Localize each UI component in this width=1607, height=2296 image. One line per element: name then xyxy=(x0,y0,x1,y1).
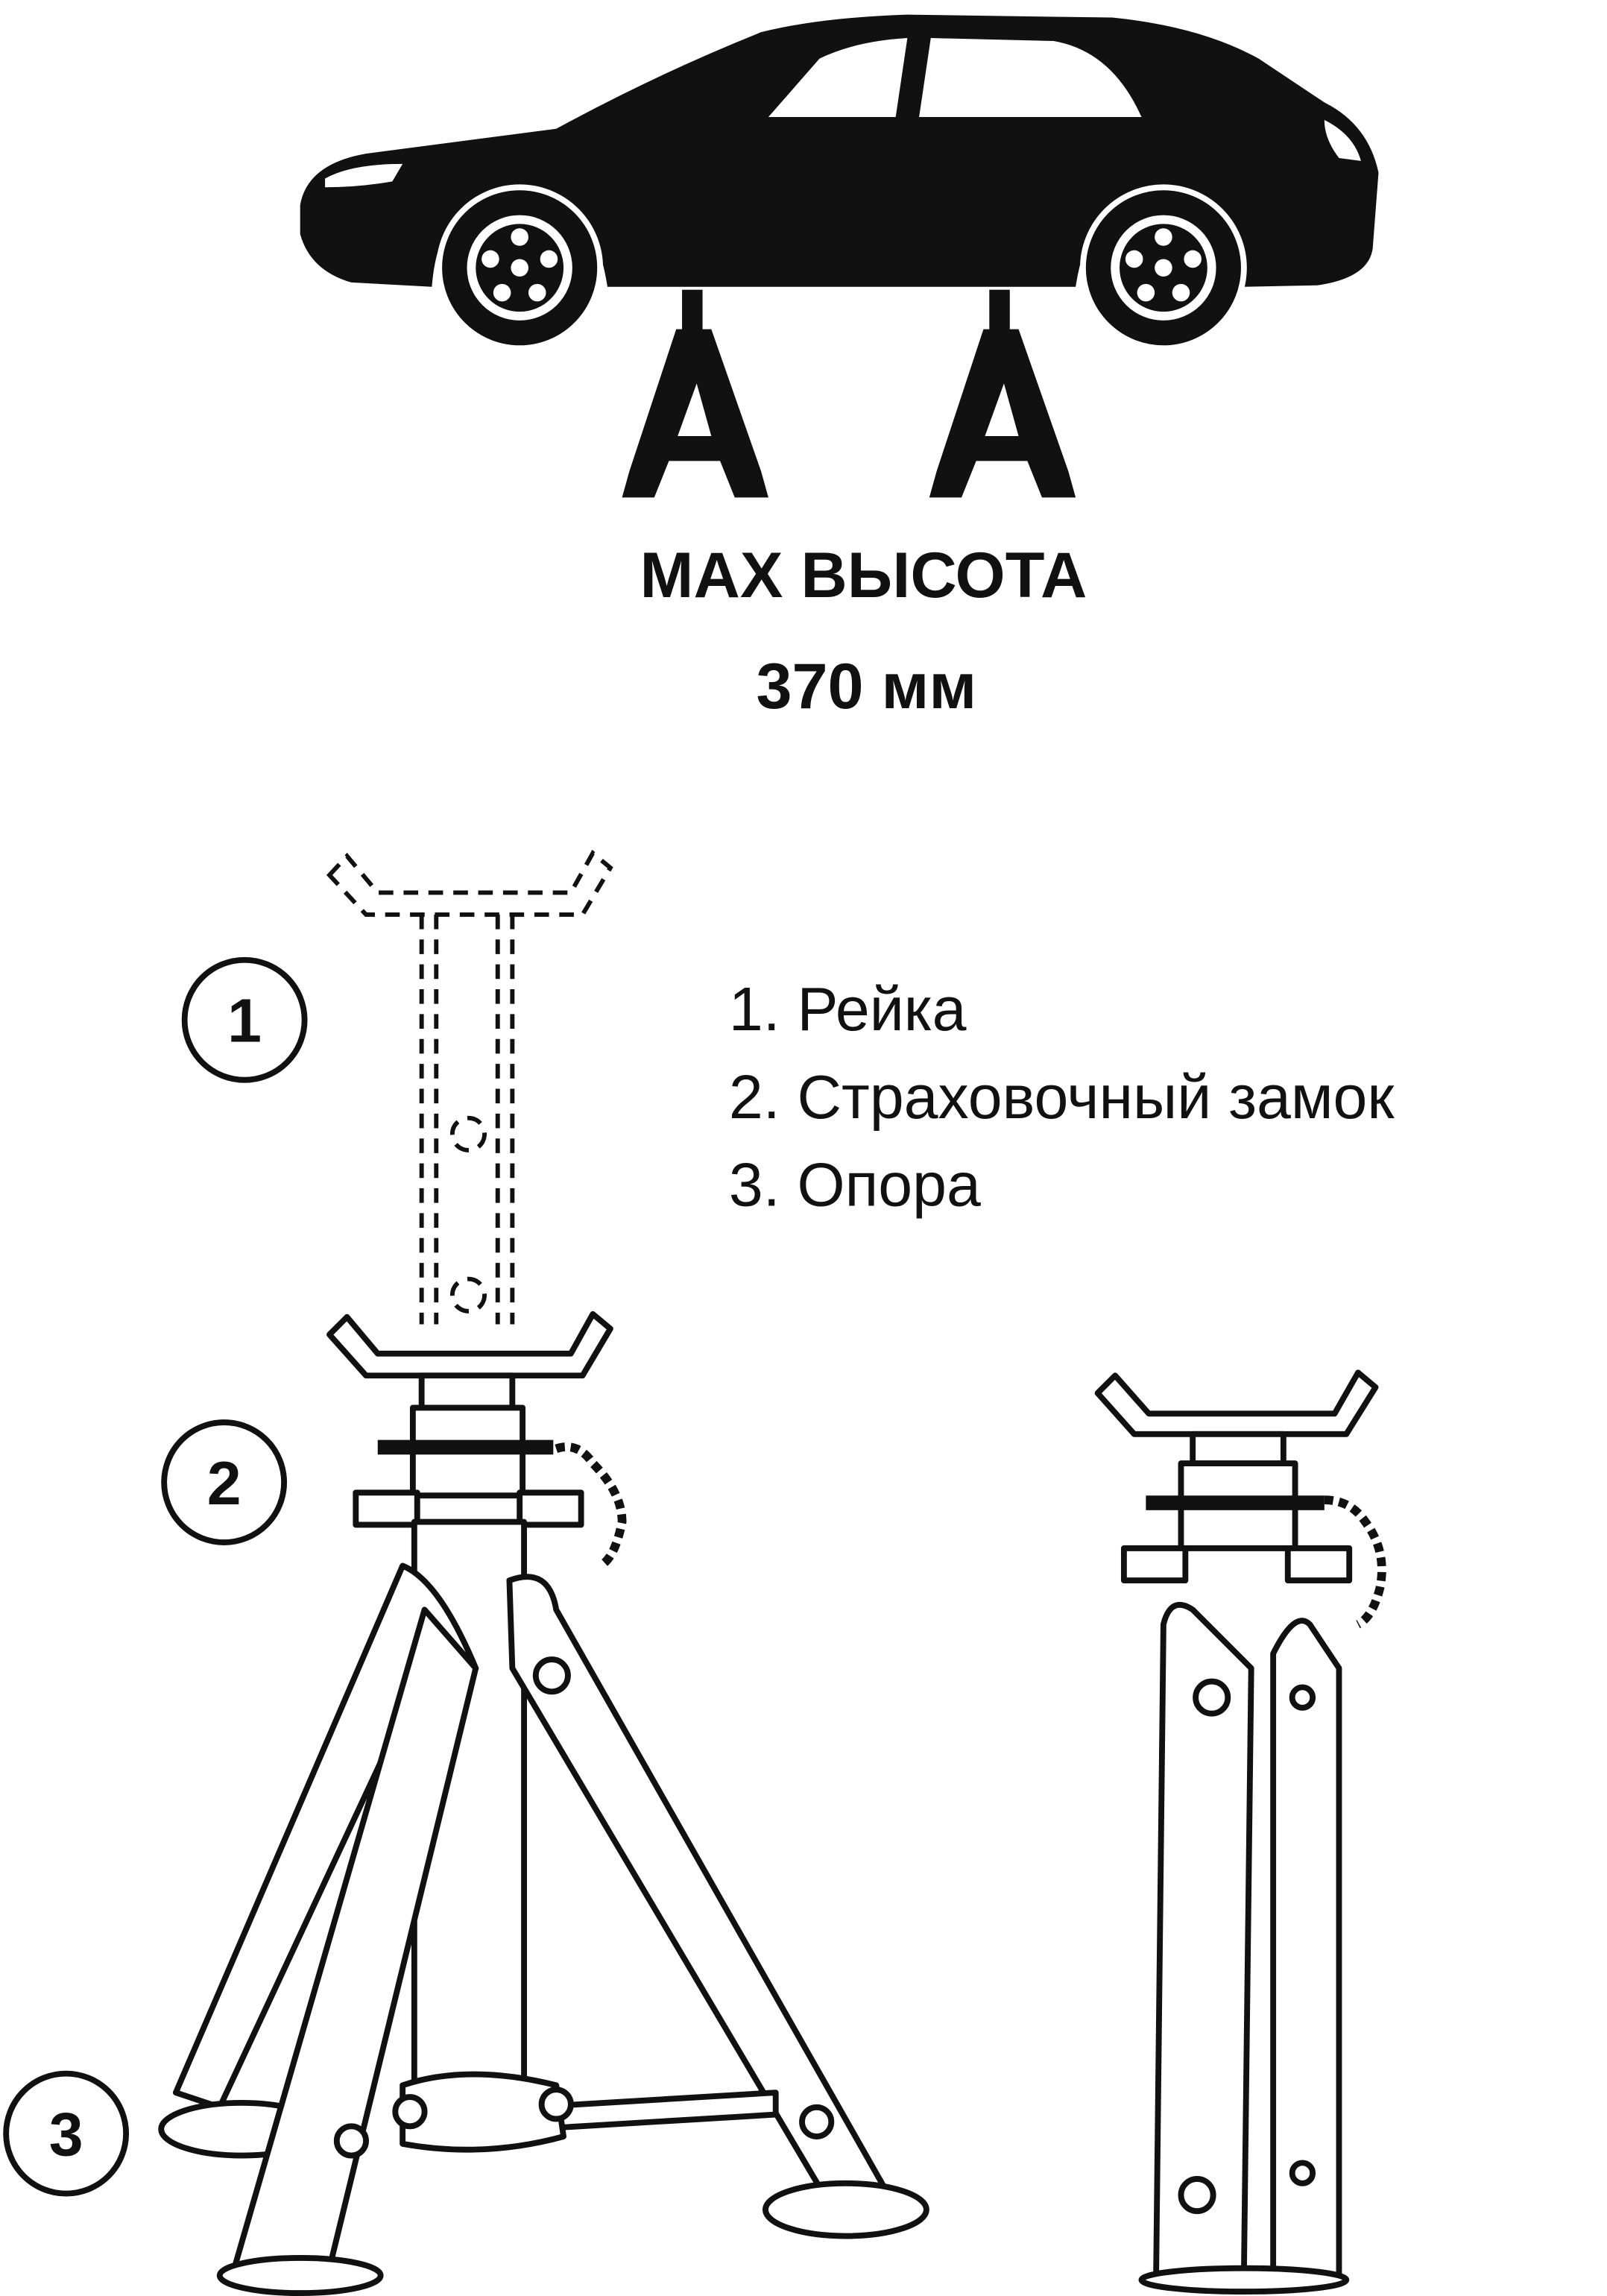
max-height-value: 370 мм xyxy=(756,651,976,722)
parts-legend: 1. Рейка 2. Страховочный замок 3. Опора xyxy=(729,975,1395,1220)
legend-item: 2. Страховочный замок xyxy=(729,1063,1395,1132)
max-height-label: MAX ВЫСОТА xyxy=(640,540,1087,611)
callout-2: 2 xyxy=(161,1419,288,1545)
callout-1: 1 xyxy=(181,956,308,1083)
legend-item: 3. Опора xyxy=(729,1151,981,1220)
svg-text:1: 1 xyxy=(227,987,262,1056)
front-wheel xyxy=(436,184,604,352)
jack-stand-silhouette-rear xyxy=(929,289,1076,498)
rear-wheel xyxy=(1080,184,1247,352)
jack-stand-folded xyxy=(1094,1369,1386,2295)
jack-stand-open xyxy=(158,849,929,2296)
svg-text:3: 3 xyxy=(49,2101,83,2169)
legend-item: 1. Рейка xyxy=(729,975,967,1044)
car-silhouette xyxy=(300,14,1379,352)
callout-3: 3 xyxy=(3,2070,130,2197)
jack-stand-silhouette-front xyxy=(622,289,768,498)
svg-text:2: 2 xyxy=(207,1449,241,1518)
